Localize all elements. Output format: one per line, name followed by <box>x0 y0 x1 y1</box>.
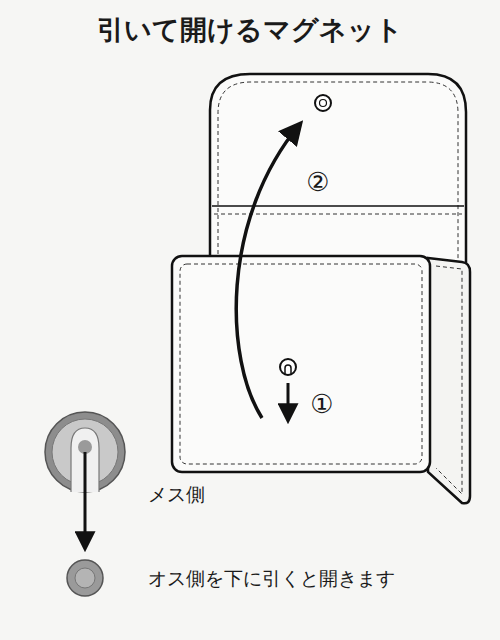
callout-number: ① <box>310 389 333 420</box>
title: 引いて開けるマグネット <box>97 14 403 46</box>
back-flap <box>210 74 466 270</box>
part-label: メス側 <box>148 483 205 506</box>
callout-number: ② <box>306 167 329 198</box>
female-magnet <box>45 412 125 548</box>
male-magnet <box>67 560 103 596</box>
wallet-body <box>172 124 470 503</box>
instruction-note: オス側を下に引くと開きます <box>148 567 395 590</box>
